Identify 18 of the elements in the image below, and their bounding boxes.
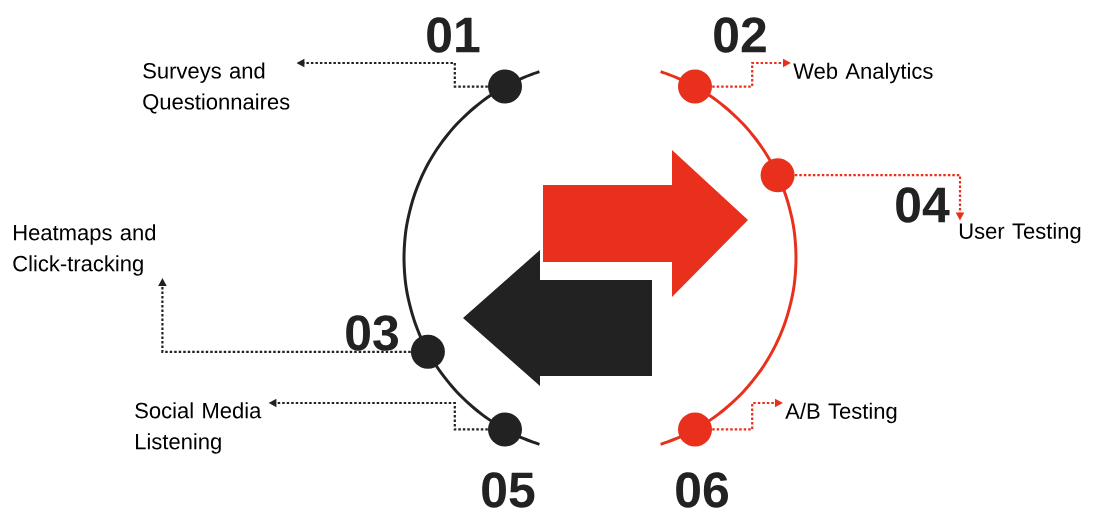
item-label: Heatmaps and Click-tracking <box>13 224 156 276</box>
dot <box>410 334 445 369</box>
item-label: A/B Testing <box>785 402 897 424</box>
item-label: Social Media Listening <box>135 402 262 454</box>
step-number: 02 <box>714 17 766 53</box>
dot <box>488 412 522 447</box>
dot <box>488 69 522 104</box>
item-label: Web Analytics <box>793 62 933 84</box>
dot <box>678 412 712 447</box>
step-number: 01 <box>427 17 480 53</box>
step-number: 03 <box>346 315 398 351</box>
item-label: User Testing <box>959 222 1081 244</box>
item-label: Surveys and Questionnaires <box>143 62 290 114</box>
step-number: 06 <box>676 472 728 508</box>
step-number: 05 <box>482 472 535 508</box>
step-number: 04 <box>896 187 950 223</box>
dot <box>678 69 712 104</box>
dot <box>760 158 795 193</box>
